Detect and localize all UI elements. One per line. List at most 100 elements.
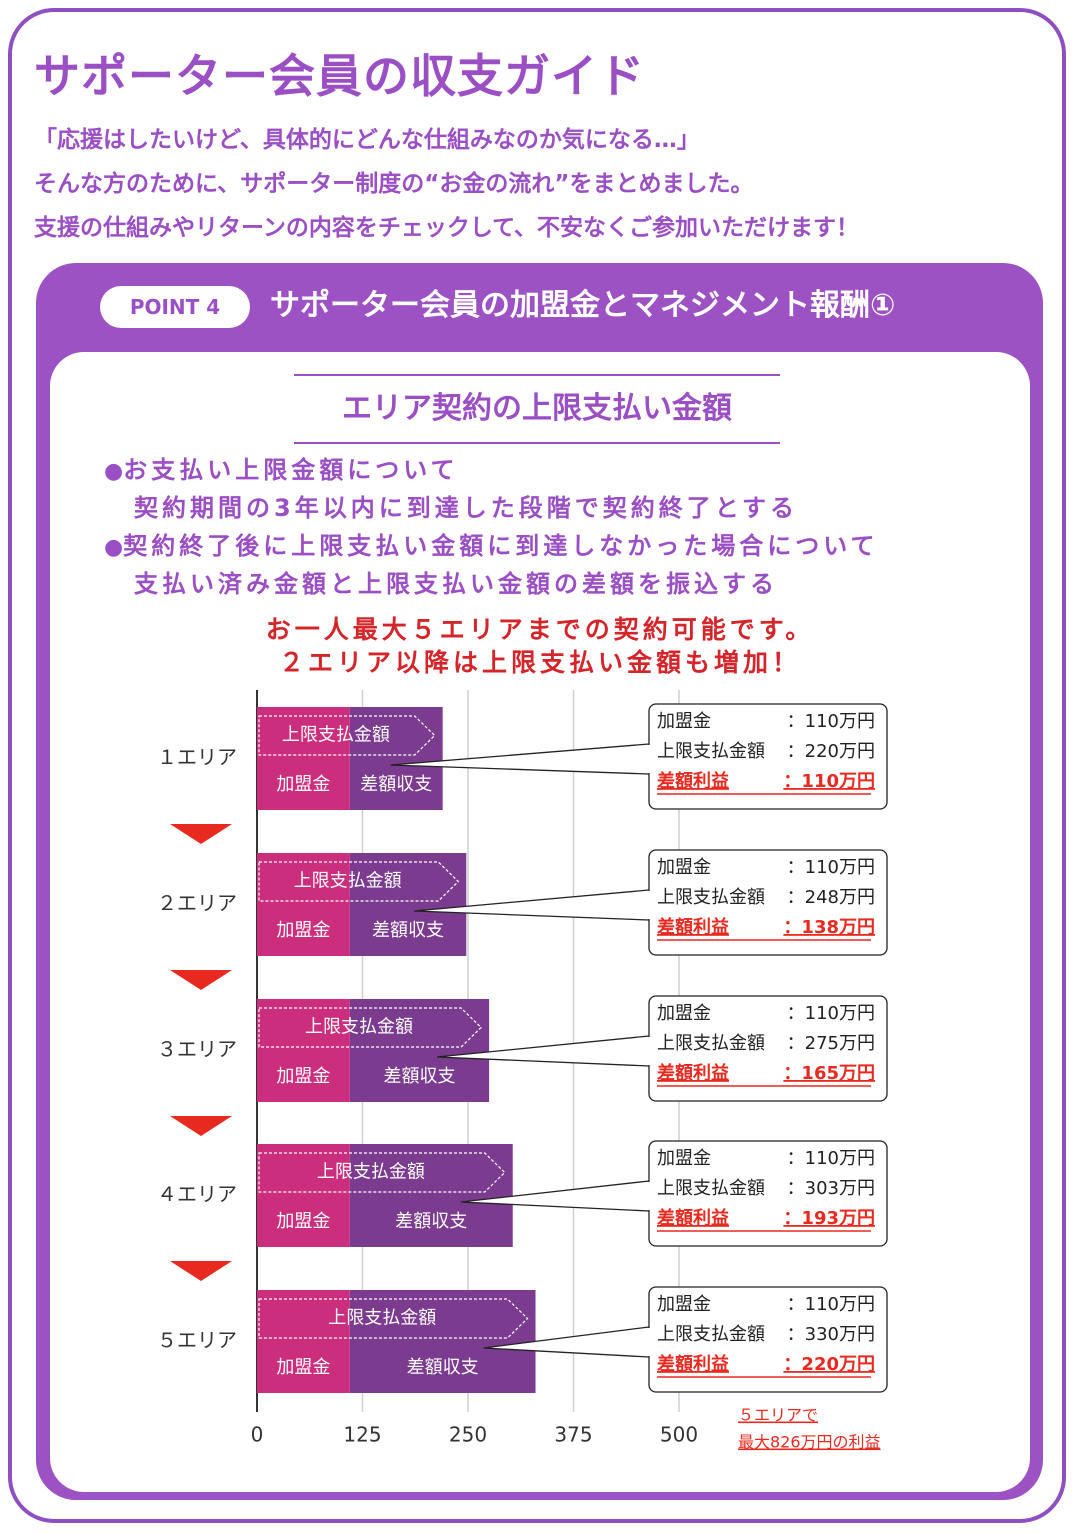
intro-text: 「応援はしたいけど、具体的にどんな仕組みなのか気になる…」 そんな方のために、サ… [34, 120, 859, 252]
fee-bar [257, 999, 350, 1102]
callout-pointer [460, 1180, 650, 1212]
callout-cap-value: ：248万円 [787, 887, 875, 908]
fee-label: 加盟金 [276, 1211, 330, 1232]
diff-label: 差額収支 [395, 1211, 467, 1232]
fee-bar [257, 853, 350, 956]
bullet-icon: ● [104, 535, 124, 560]
callout-fee-value: ：110万円 [787, 857, 875, 878]
cap-label: 上限支払金額 [282, 725, 390, 746]
callout-fee-value: ：110万円 [787, 1003, 875, 1024]
note-line: ●お支払い上限金額について [104, 452, 458, 490]
fee-bar [257, 1290, 350, 1393]
down-arrow-icon [170, 824, 232, 844]
callout-cap-label: 上限支払金額 [657, 1178, 765, 1199]
diff-bar [349, 999, 490, 1102]
cap-arrow [258, 861, 460, 902]
callout-cap-value: ：303万円 [787, 1178, 875, 1199]
category-label: ４エリア [157, 1182, 237, 1206]
diff-label: 差額収支 [372, 920, 444, 941]
page-frame [8, 8, 1066, 1523]
fee-bar [257, 1144, 350, 1247]
intro-line: そんな方のために、サポーター制度の“お金の流れ”をまとめました。 [34, 171, 754, 197]
callout-cap-label: 上限支払金額 [657, 1033, 765, 1054]
callout-fee-label: 加盟金 [657, 1294, 711, 1315]
callout-profit-label: 差額利益 [657, 1353, 729, 1375]
x-tick-label: 375 [554, 1423, 592, 1447]
callout-profit-value: ：138万円 [783, 917, 875, 938]
fee-label: 加盟金 [276, 1357, 330, 1378]
diff-bar [349, 707, 443, 810]
callout-profit-label: 差額利益 [657, 1062, 729, 1084]
callout-fee-label: 加盟金 [657, 1148, 711, 1169]
subtitle: エリア契約の上限支払い金額 [342, 391, 732, 426]
cap-label: 上限支払金額 [305, 1017, 413, 1038]
category-label: ２エリア [157, 891, 237, 915]
note-text: 契約終了後に上限支払い金額に到達しなかった場合について [123, 532, 879, 560]
cap-arrow [258, 715, 436, 756]
note-line: 支払い済み金額と上限支払い金額の差額を振込する [134, 566, 778, 602]
fee-bar [257, 707, 350, 810]
cap-arrow [258, 1152, 506, 1193]
fee-label: 加盟金 [276, 774, 330, 795]
down-arrow-icon [170, 1116, 232, 1136]
x-tick-label: 125 [343, 1423, 381, 1447]
cap-label: 上限支払金額 [294, 871, 402, 892]
intro-line: 「応援はしたいけど、具体的にどんな仕組みなのか気になる…」 [34, 127, 700, 153]
callout-fee-label: 加盟金 [657, 857, 711, 878]
callout-fee-value: ：110万円 [787, 1294, 875, 1315]
callout-cap-label: 上限支払金額 [657, 887, 765, 908]
intro-line: 支援の仕組みやリターンの内容をチェックして、不安なくご参加いただけます！ [34, 215, 860, 241]
callout-profit-label: 差額利益 [657, 770, 729, 792]
note-text: 支払い済み金額と上限支払い金額の差額を振込する [134, 570, 778, 598]
callout-profit-value: ：165万円 [783, 1063, 875, 1084]
cap-label: 上限支払金額 [328, 1308, 436, 1329]
callout-cap-value: ：220万円 [787, 741, 875, 762]
x-tick-label: 250 [449, 1423, 487, 1447]
diff-label: 差額収支 [360, 774, 432, 795]
footnote-line: 最大826万円の利益 [738, 1433, 881, 1452]
callout-profit-label: 差額利益 [657, 916, 729, 938]
fee-label: 加盟金 [276, 1066, 330, 1087]
note-line: 契約期間の3年以内に到達した段階で契約終了とする [134, 490, 798, 526]
callout-profit-value: ：110万円 [783, 771, 875, 792]
callout-profit-value: ：193万円 [783, 1208, 875, 1229]
callout-fee-label: 加盟金 [657, 1003, 711, 1024]
diff-label: 差額収支 [407, 1357, 479, 1378]
diff-bar [349, 1144, 513, 1247]
footnote-line: ５エリアで [738, 1406, 818, 1425]
page-title: サポーター会員の収支ガイド [34, 49, 645, 103]
fee-label: 加盟金 [276, 920, 330, 941]
highlight-line: ２エリア以降は上限支払い金額も増加！ [278, 648, 801, 677]
x-tick-label: 500 [660, 1423, 698, 1447]
callout-cap-value: ：330万円 [787, 1324, 875, 1345]
callout-fee-value: ：110万円 [787, 711, 875, 732]
note-text: お支払い上限金額について [123, 456, 459, 484]
callout-pointer-mask [648, 1182, 651, 1210]
callout-pointer [437, 1035, 650, 1067]
category-label: ５エリア [157, 1328, 237, 1352]
x-tick-label: 0 [251, 1423, 264, 1447]
cap-arrow [258, 1298, 529, 1339]
down-arrow-icon [170, 970, 232, 990]
point-badge: POINT 4 [100, 286, 250, 328]
diff-bar [349, 1290, 536, 1393]
callout-profit-label: 差額利益 [657, 1207, 729, 1229]
category-label: １エリア [157, 745, 237, 769]
callout-cap-label: 上限支払金額 [657, 741, 765, 762]
highlight-line: お一人最大５エリアまでの契約可能です。 [265, 615, 815, 644]
down-arrow-icon [170, 1261, 232, 1281]
callout-cap-label: 上限支払金額 [657, 1324, 765, 1345]
cap-arrow [258, 1007, 482, 1048]
callout-pointer [483, 1326, 650, 1358]
callout-pointer-mask [648, 891, 651, 919]
note-text: 契約期間の3年以内に到達した段階で契約終了とする [134, 494, 798, 522]
bullet-icon: ● [104, 459, 124, 484]
callout-fee-value: ：110万円 [787, 1148, 875, 1169]
category-label: ３エリア [157, 1037, 237, 1061]
callout-pointer [390, 743, 650, 775]
callout-pointer-mask [648, 745, 651, 773]
diff-label: 差額収支 [383, 1066, 455, 1087]
cap-label: 上限支払金額 [317, 1162, 425, 1183]
callout-pointer-mask [648, 1037, 651, 1065]
